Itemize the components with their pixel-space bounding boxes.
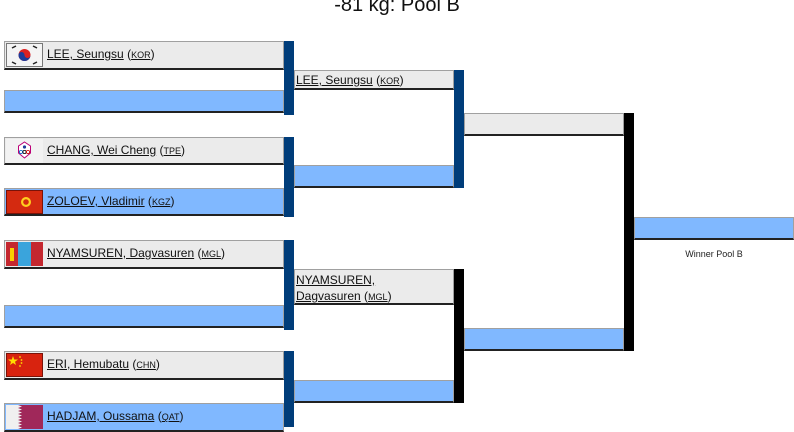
korea-flag-icon <box>6 43 43 67</box>
winner-label: Winner Pool B <box>685 249 743 259</box>
competitor-name[interactable]: LEE, Seungsu <box>47 47 124 61</box>
r2-slot-3[interactable]: NYAMSUREN,Dagvasuren (MGL) <box>294 269 454 305</box>
r3-slot-1[interactable] <box>464 113 624 136</box>
competitor-name[interactable]: NYAMSUREN, <box>296 273 376 287</box>
r2-slot-4[interactable] <box>294 380 454 403</box>
competitor-name[interactable]: NYAMSUREN, Dagvasuren <box>47 246 195 260</box>
winner-slot[interactable] <box>634 217 794 240</box>
page-title: -81 kg: Pool B <box>334 0 460 16</box>
r1-slot-5[interactable]: NYAMSUREN, Dagvasuren (MGL) <box>4 240 284 269</box>
bracket-connector <box>454 269 464 403</box>
r2-slot-2[interactable] <box>294 165 454 188</box>
china-flag-icon <box>6 353 43 377</box>
country-code[interactable]: KOR <box>380 76 400 86</box>
r2-slot-1[interactable]: LEE, Seungsu (KOR) <box>294 70 454 90</box>
bracket-connector <box>454 70 464 188</box>
r1-slot-2[interactable] <box>4 90 284 113</box>
competitor-name[interactable]: LEE, Seungsu <box>296 73 373 87</box>
competitor-name[interactable]: CHANG, Wei Cheng <box>47 143 157 157</box>
mongolia-flag-icon <box>6 242 43 266</box>
bracket-connector <box>284 240 294 330</box>
bracket-connector <box>624 113 634 351</box>
country-code[interactable]: CHN <box>136 360 156 370</box>
competitor-name[interactable]: HADJAM, Oussama <box>47 409 155 423</box>
competitor-name[interactable]: ZOLOEV, Vladimir <box>47 194 145 208</box>
bracket-connector <box>284 351 294 427</box>
kyrgyzstan-flag-icon <box>6 190 43 214</box>
country-code[interactable]: TPE <box>163 146 182 156</box>
qatar-flag-icon <box>6 405 43 429</box>
country-code[interactable]: MGL <box>201 249 222 259</box>
r1-slot-7[interactable]: ERI, Hemubatu (CHN) <box>4 351 284 380</box>
competitor-name-line2[interactable]: Dagvasuren <box>296 289 361 303</box>
country-code[interactable]: KOR <box>131 50 151 60</box>
competitor-name[interactable]: ERI, Hemubatu <box>47 357 130 371</box>
country-code[interactable]: MGL <box>368 292 388 302</box>
bracket-connector <box>284 137 294 217</box>
chinese-taipei-flag-icon <box>6 139 43 163</box>
r1-slot-6[interactable] <box>4 305 284 328</box>
r1-slot-4[interactable]: ZOLOEV, Vladimir (KGZ) <box>4 188 284 216</box>
r1-slot-8[interactable]: HADJAM, Oussama (QAT) <box>4 403 284 432</box>
bracket-connector <box>284 41 294 115</box>
country-code[interactable]: QAT <box>161 412 180 422</box>
r1-slot-1[interactable]: LEE, Seungsu (KOR) <box>4 41 284 70</box>
r3-slot-2[interactable] <box>464 328 624 351</box>
country-code[interactable]: KGZ <box>151 197 171 207</box>
r1-slot-3[interactable]: CHANG, Wei Cheng (TPE) <box>4 137 284 165</box>
